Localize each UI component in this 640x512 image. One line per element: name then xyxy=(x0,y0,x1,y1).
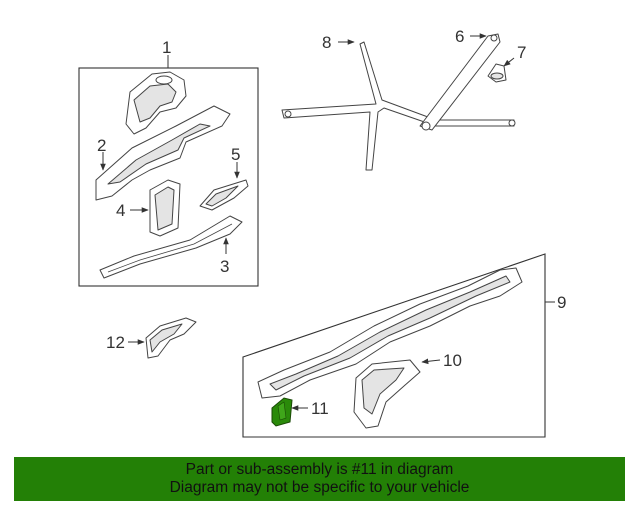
callout-2: 2 xyxy=(97,136,106,155)
part-6-diagonal-brace xyxy=(419,33,501,131)
assembly-9-frame xyxy=(242,253,546,438)
parts-diagram: 1 2 4 5 3 8 6 xyxy=(78,27,566,438)
rail-assembly-9 xyxy=(257,267,523,399)
part-10-bracket xyxy=(353,359,421,429)
info-banner: Part or sub-assembly is #11 in diagram D… xyxy=(14,457,625,501)
part-2-front-rail xyxy=(95,105,231,201)
upper-rail-bracket xyxy=(125,71,187,135)
part-3-sill xyxy=(99,215,243,279)
callout-7: 7 xyxy=(517,43,526,62)
part-12-bracket xyxy=(145,317,197,359)
callout-6: 6 xyxy=(455,27,464,46)
part-7-grommet xyxy=(487,63,507,83)
callout-11: 11 xyxy=(311,399,329,418)
part-4-plate xyxy=(149,179,181,237)
callout-1: 1 xyxy=(162,38,171,57)
part-5-bracket xyxy=(199,179,249,211)
callout-4: 4 xyxy=(116,201,125,220)
banner-line-2: Diagram may not be specific to your vehi… xyxy=(169,479,470,496)
callout-12: 12 xyxy=(106,333,125,352)
callout-5: 5 xyxy=(231,145,240,164)
part-8-cross-brace xyxy=(281,41,516,171)
callout-9: 9 xyxy=(557,293,566,312)
callout-8: 8 xyxy=(322,33,331,52)
part-11-highlighted[interactable] xyxy=(271,397,293,427)
callout-10: 10 xyxy=(443,351,462,370)
banner-line-1: Part or sub-assembly is #11 in diagram xyxy=(185,461,454,478)
callout-3: 3 xyxy=(220,257,229,276)
